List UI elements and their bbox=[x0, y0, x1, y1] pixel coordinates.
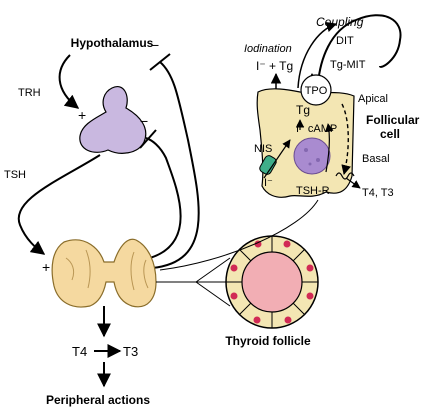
follicular-cell-label-line1: Follicular bbox=[366, 113, 420, 127]
iodide-tg-label: I⁻ + Tg bbox=[256, 59, 293, 73]
hormone-release-arrow bbox=[345, 177, 361, 189]
tg-mit-label: Tg-MIT bbox=[330, 59, 366, 71]
pituitary-plus-sign: + bbox=[78, 107, 86, 123]
peripheral-actions-label: Peripheral actions bbox=[46, 393, 150, 407]
trh-label: TRH bbox=[18, 87, 41, 99]
follicle-callout-lines bbox=[195, 257, 231, 307]
tsh-r-label: TSH-R bbox=[296, 185, 330, 197]
iodination-label: Iodination bbox=[244, 43, 292, 55]
tsh-label: TSH bbox=[4, 169, 26, 181]
t4-label: T4 bbox=[72, 344, 87, 359]
basal-label: Basal bbox=[362, 153, 390, 165]
pituitary-gland bbox=[79, 86, 147, 154]
hypothalamus-feedback-line bbox=[151, 61, 200, 269]
nis-label: NIS bbox=[254, 143, 272, 155]
tpo-label: TPO bbox=[305, 85, 328, 97]
t4-t3-secreted-label: T4, T3 bbox=[362, 187, 394, 199]
endocytosis-dashed-arrow bbox=[341, 103, 351, 175]
nis-transporter bbox=[259, 155, 277, 175]
thyroid-gland bbox=[51, 238, 157, 308]
thyroid-plus-sign: + bbox=[42, 259, 50, 275]
coupling-label: Coupling bbox=[316, 15, 364, 29]
tpo-circle bbox=[300, 74, 332, 106]
pituitary-feedback-line bbox=[145, 137, 182, 259]
pituitary-minus-sign: − bbox=[140, 113, 148, 129]
trh-arrow bbox=[58, 54, 80, 109]
iodide-camp-label: I⁻ cAMP bbox=[296, 123, 337, 135]
hypothalamus-minus-sign: − bbox=[151, 37, 159, 53]
iodide-in-label: I⁻ bbox=[264, 177, 273, 189]
apical-label: Apical bbox=[358, 93, 388, 105]
hypothalamus-label: Hypothalamus bbox=[71, 36, 154, 50]
tsh-receptor-icon bbox=[335, 172, 355, 180]
coupling-loop-arrow bbox=[317, 14, 402, 85]
follicle-cell-connector bbox=[159, 199, 319, 271]
t3-label: T3 bbox=[123, 344, 138, 359]
camp-arrow bbox=[325, 123, 334, 173]
tg-label: Tg bbox=[296, 103, 310, 117]
tpo-to-coupling-arrow bbox=[297, 22, 337, 89]
pituitary-inhibition-bar bbox=[139, 129, 157, 149]
iodide-uptake-arrow bbox=[263, 139, 291, 179]
dit-label: DIT bbox=[336, 35, 354, 47]
tsh-arrow bbox=[17, 154, 101, 255]
follicular-cell-label-line2: cell bbox=[380, 127, 400, 141]
hypothalamus-inhibition-bar bbox=[149, 53, 171, 71]
nucleus bbox=[293, 137, 331, 175]
thyroid-follicle-label: Thyroid follicle bbox=[225, 334, 311, 348]
